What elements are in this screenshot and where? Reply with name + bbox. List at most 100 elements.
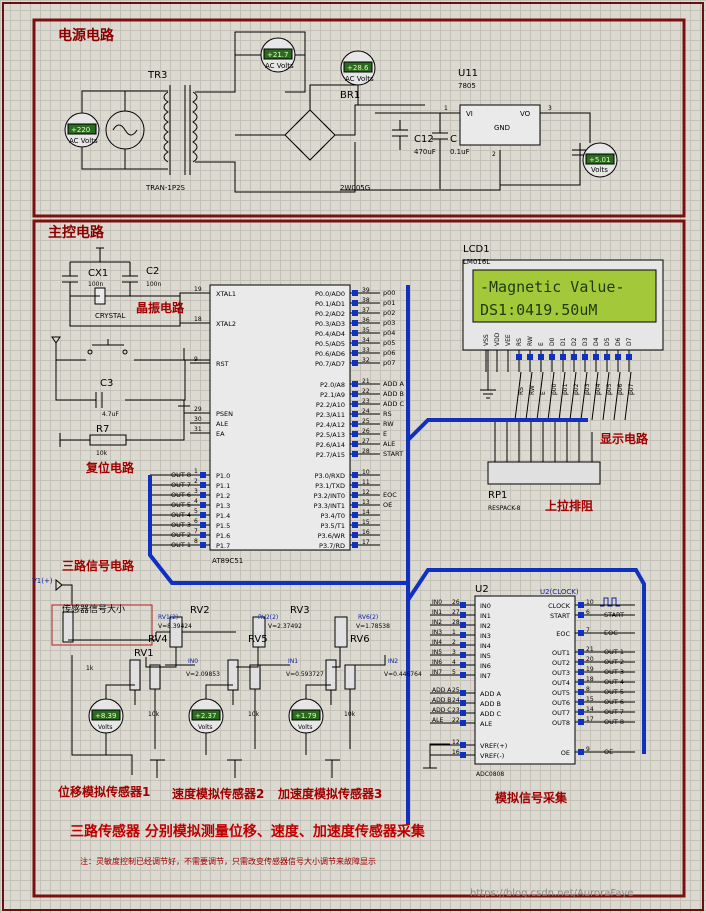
pin-marker xyxy=(460,720,466,726)
adc-pin-number: 7 xyxy=(586,627,590,634)
adc-net-label: ALE xyxy=(432,717,443,724)
pin-marker xyxy=(352,482,358,488)
lcd-net-wire xyxy=(536,371,544,421)
mcu-pin-name: P0.1/AD1 xyxy=(315,300,345,308)
lcd-net-label: p07 xyxy=(628,383,635,395)
mcu-pin-name: P0.4/AD4 xyxy=(315,330,345,338)
crystal-circuit xyxy=(62,247,210,327)
mcu-pin-number: 9 xyxy=(194,356,198,363)
potentiometer-rv6[interactable] xyxy=(334,616,348,648)
mcu-pin-name: P3.0/RXD xyxy=(315,472,345,480)
mcu-pin-number: 21 xyxy=(362,378,370,385)
pin-marker xyxy=(352,472,358,478)
pin-marker xyxy=(352,532,358,538)
resistor-pack-rp1[interactable] xyxy=(487,461,601,485)
pin-marker xyxy=(200,542,206,548)
power-section-frame xyxy=(32,18,686,218)
c2-value: 100n xyxy=(146,281,161,288)
adc-net-label: IN5 xyxy=(432,649,442,656)
rp1-type: RESPACK-8 xyxy=(488,505,521,512)
pin-marker xyxy=(582,354,588,360)
mcu-net-label: RW xyxy=(383,420,394,428)
pin-marker xyxy=(460,632,466,638)
lcd-type: LM016L xyxy=(463,258,490,266)
potentiometer-rv3[interactable] xyxy=(252,616,266,648)
mcu-pin-number: 1 xyxy=(194,468,198,475)
resistor-ch3[interactable] xyxy=(344,664,356,690)
bridge-rectifier[interactable] xyxy=(284,109,336,161)
potentiometer-rv2[interactable] xyxy=(169,616,183,648)
mcu-at89c51[interactable] xyxy=(209,284,351,551)
adc-net-label: OUT 2 xyxy=(604,658,624,666)
adc-net-label: OUT 6 xyxy=(604,698,624,706)
u11-label: U11 xyxy=(458,68,478,79)
mcu-net-label: ALE xyxy=(383,440,395,448)
mcu-pin-number: 19 xyxy=(194,286,202,293)
resistor-ch1[interactable] xyxy=(149,664,161,690)
adc-net-label: IN6 xyxy=(432,659,442,666)
pin-marker xyxy=(460,700,466,706)
u11-vi: VI xyxy=(466,110,473,118)
lcd-net-label: p04 xyxy=(595,383,602,395)
mcu-pin-name: P2.4/A12 xyxy=(316,421,345,429)
pin-marker xyxy=(578,749,584,755)
adc-net-label: OUT 7 xyxy=(604,708,624,716)
mcu-pin-number: 18 xyxy=(194,316,202,323)
mcu-net-label: EOC xyxy=(383,491,397,499)
u11-pin2: 2 xyxy=(492,151,496,158)
meter-ch2-value: +2.37 xyxy=(195,712,216,720)
lcd-net-wire xyxy=(591,371,599,421)
note-text: 注：灵敏度控制已经调节好，不需要调节，只需改变传感器信号大小调节来故障显示 xyxy=(80,856,376,866)
lcd-line1: -Magnetic Value- xyxy=(480,278,625,296)
adc-pin-name: OUT6 xyxy=(552,699,570,707)
adc-net-label: IN4 xyxy=(432,639,442,646)
transformer-core xyxy=(169,85,191,175)
pin-marker xyxy=(538,354,544,360)
cx1-value: 100n xyxy=(88,281,103,288)
p1-net-label: OUT 5 xyxy=(171,501,191,509)
mcu-pin-name: P3.1/TXD xyxy=(315,482,345,490)
lcd-net-label: p03 xyxy=(584,383,591,395)
mcu-pin-name: XTAL1 xyxy=(216,290,236,298)
rv4-label: RV4 xyxy=(148,634,168,645)
potentiometer-main[interactable] xyxy=(62,611,74,643)
pin-marker xyxy=(352,512,358,518)
p1-net-label: OUT 6 xyxy=(171,491,191,499)
tr3-label: TR3 xyxy=(147,70,167,81)
mcu-pin-name: RST xyxy=(216,360,229,368)
capacitor-c3[interactable] xyxy=(95,392,103,408)
r-10k-1: 10k xyxy=(148,711,160,718)
adc-pin-number: 10 xyxy=(586,599,594,606)
v1-probe-label: V1(+) xyxy=(32,577,53,585)
mcu-pin-number: 6 xyxy=(194,518,198,525)
resistor-ch2[interactable] xyxy=(249,664,261,690)
pin-marker xyxy=(352,340,358,346)
r7-label: R7 xyxy=(96,424,109,435)
reset-button[interactable] xyxy=(92,339,124,346)
pin-marker xyxy=(200,472,206,478)
regulator-7805[interactable] xyxy=(459,104,541,146)
capacitor-c[interactable] xyxy=(432,113,448,189)
adc-pin-name: OUT8 xyxy=(552,719,570,727)
lcd-net-wire xyxy=(624,371,632,421)
c-label: C xyxy=(450,134,457,145)
lcd-net-wire xyxy=(525,371,533,421)
reset-title: 复位电路 xyxy=(85,460,135,475)
r-10k-2: 10k xyxy=(248,711,260,718)
mcu-pin-name: EA xyxy=(216,430,225,438)
voltage-probe-2: V=2.37492 xyxy=(268,623,302,630)
mcu-pin-name: P2.7/A15 xyxy=(316,451,345,459)
adc-pin-name: OUT5 xyxy=(552,689,570,697)
p1-net-label: OUT 3 xyxy=(171,521,191,529)
mcu-pin-name: P2.2/A10 xyxy=(316,401,345,409)
pin-marker xyxy=(352,542,358,548)
mcu-pin-name: P3.6/WR xyxy=(318,532,346,540)
summary-text: 三路传感器 分别模拟测量位移、速度、加速度传感器采集 xyxy=(70,823,426,840)
adc-pin-name: EOC xyxy=(556,630,570,638)
resistor-r7[interactable] xyxy=(59,400,185,447)
adc0808[interactable] xyxy=(474,595,576,765)
lcd-pin-name: VDD xyxy=(494,332,501,346)
capacitor-c12[interactable] xyxy=(392,120,408,150)
lcd-pin-name: D0 xyxy=(549,337,556,346)
